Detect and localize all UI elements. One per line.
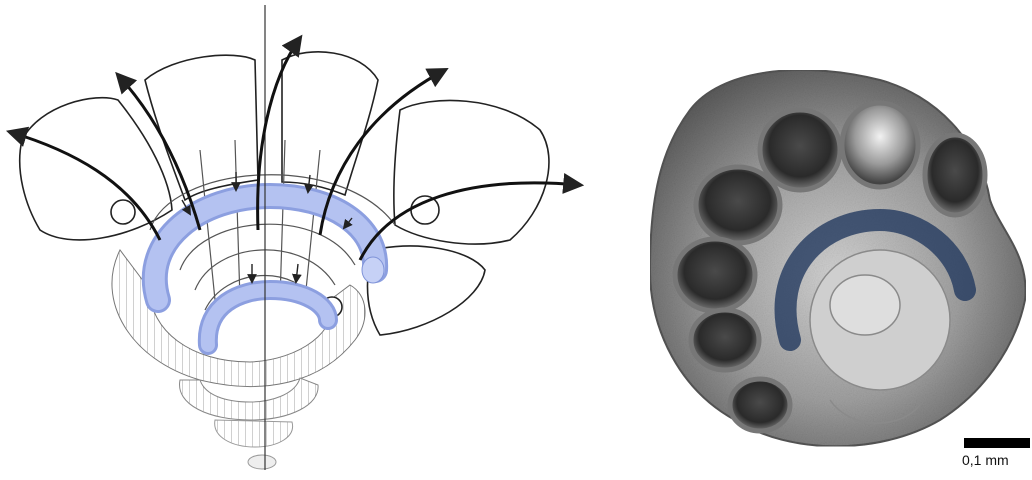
chamber bbox=[730, 379, 790, 431]
schematic-diagram bbox=[10, 5, 580, 470]
scale-bar bbox=[964, 438, 1030, 448]
chamber bbox=[925, 135, 985, 215]
chamber-lobe bbox=[282, 52, 378, 195]
micrograph bbox=[650, 70, 1026, 446]
chamber bbox=[760, 110, 840, 190]
scale-bar-label: 0,1 mm bbox=[962, 452, 1009, 468]
chamber bbox=[842, 103, 918, 187]
chamber bbox=[675, 239, 755, 311]
foramen bbox=[411, 196, 439, 224]
chamber bbox=[691, 310, 759, 370]
chamber bbox=[696, 167, 780, 243]
foramen bbox=[111, 200, 135, 224]
